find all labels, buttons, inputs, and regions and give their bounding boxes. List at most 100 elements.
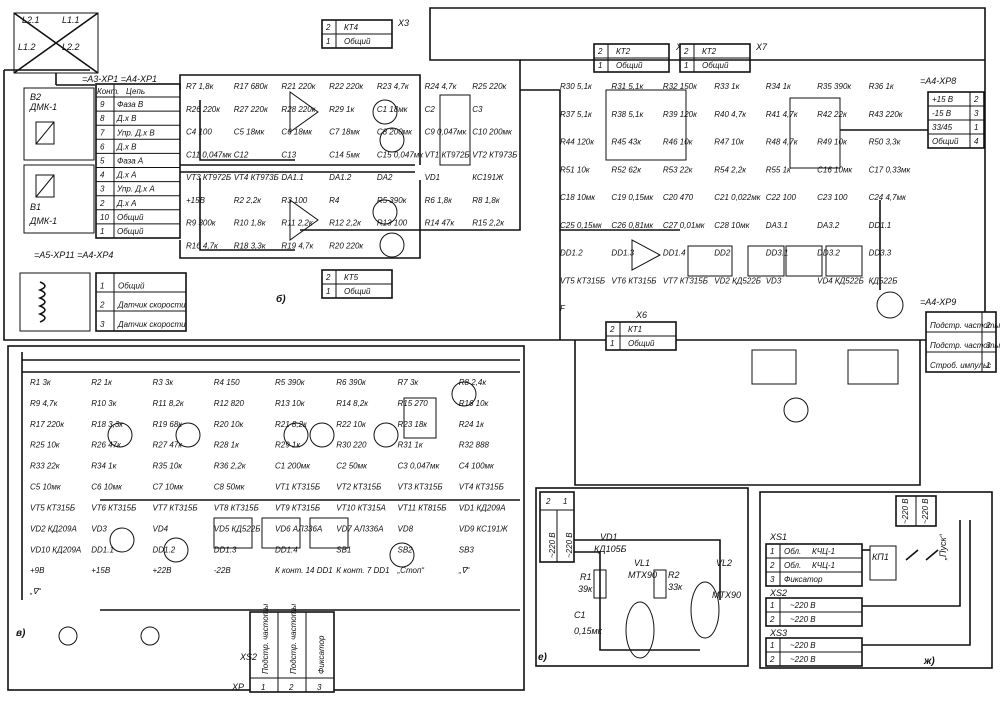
xp1-row-pin: 1 [100,227,104,236]
xp8-row-col1: Общий [932,137,959,146]
panel-v-component: R30 220 [336,441,367,450]
panel-v-component: VD10 КД209А [30,545,81,554]
panel-b-component: C15 0,047мк [377,150,424,159]
xp1-row-pin: 5 [100,157,105,166]
xs3-row-pin: 1 [770,641,774,650]
xp9-row-col2: 2 [985,321,991,330]
right-component: VT6 КТ315Б [611,276,656,285]
right-component: R49 10к [817,138,848,147]
right-component: R52 62к [611,165,642,174]
panel-v-component: DD1.1 [91,545,114,554]
panel-zh-xs2: XS2 [769,588,787,598]
panel-b-component: R11 2,2к [281,219,313,228]
panel-b-component: R4 [329,196,340,205]
panel-v-component: R1 3к [30,378,52,387]
panel-b-component: R24 4,7к [425,82,458,91]
panel-v-component: R4 150 [214,378,240,387]
panel-b-component: C2 [425,105,436,114]
kt2b-row-col1: 1 [684,61,688,70]
xp1-row-pin: 9 [100,100,105,109]
xp8-row-col2: 4 [974,137,979,146]
panel-v-letter: в) [16,628,26,639]
xp9-row-col1: Подстр. частоты [930,321,1000,330]
panel-e-r2: R2 [668,570,680,580]
xp11-row-col1: 2 [99,301,105,310]
xp11-row-col2: Общий [118,281,145,290]
panel-v-component: VT2 КТ315Б [336,483,381,492]
xs2-row-net: Подстр. частоты [289,604,298,674]
xs1-row-net: Фиксатор [784,575,823,584]
panel-e-vl1: VL1 [634,558,650,568]
coil-label-l22: L2.2 [62,42,80,52]
right-component: C21 0,022мк [714,193,761,202]
coil-label-l11: L1.1 [62,15,80,25]
right-component: R34 1к [766,82,792,91]
right-component: R30 5,1к [560,82,593,91]
xp9-row-col1: Подстр. частоты [930,341,1000,350]
panel-v-component: VT6 КТ315Б [91,503,136,512]
panel-v-component: SB1 [336,545,351,554]
panel-zh-relay: КП1 [872,552,889,562]
panel-v-component: R13 10к [275,399,306,408]
xs2z-row-net: ~220 В [790,601,816,610]
panel-v-component: R24 1к [459,420,485,429]
panel-v-component: SB2 [398,545,414,554]
panel-b-component: DA2 [377,173,393,182]
panel-e-vl2: VL2 [716,558,732,568]
right-component: F [560,304,566,313]
kt1-row-col1: 2 [609,325,615,334]
xp1-row-pin: 2 [99,199,105,208]
panel-b-component: VT4 КТ973Б [234,173,279,182]
right-component: C28 10мк [714,221,750,230]
panel-b-component: C3 [472,105,483,114]
kt4-row-col2: Общий [344,37,371,46]
panel-b-component: VT3 КТ972Б [186,173,231,182]
xs1-row-pin: 1 [770,547,774,556]
right-component: R46 10к [663,138,694,147]
panel-v-component: К конт. 14 DD1 [275,566,333,575]
xs2-table-label: XS2 [239,652,257,662]
panel-v-component: R20 10к [214,420,245,429]
panel-v-component: R25 10к [30,441,61,450]
panel-b-letter: б) [276,293,286,305]
right-component: R53 22к [663,165,694,174]
right-component: R42 22к [817,110,848,119]
panel-v-component: C1 200мк [275,462,311,471]
panel-b-component: C10 200мк [472,128,513,137]
kt2b-row-col2: Общий [702,61,729,70]
panel-v-component: R18 3,3к [91,420,124,429]
xs2-row-pin: 2 [288,683,294,692]
right-component: КД522Б [869,276,898,285]
panel-v-component: VT10 КТ315А [336,503,386,512]
xs2-row-net: Подстр. частоты [261,604,270,674]
right-component: C24 4,7мк [869,193,908,202]
panel-b-component: R2 2,2к [234,196,263,205]
panel-e-table: 2~220 В1~220 В [545,497,574,558]
panel-b-component: C1 18мк [377,105,409,114]
panel-b-component: C11 0,047мк [186,150,233,159]
panel-e-labels: VD1 КД105Б R1 39к R2 33к C1 0,15мк VL1 М… [574,532,741,636]
right-component: C27 0,01мк [663,221,706,230]
panel-v-component: R15 270 [398,399,429,408]
panel-v-component: C6 10мк [91,483,123,492]
panel-v-component: R26 47к [91,441,122,450]
panel-v-component: DD1.3 [214,545,237,554]
panel-v-component: R22 10к [336,420,367,429]
xp1-row-pin: 4 [100,171,105,180]
kt4-row-col1: 1 [326,37,330,46]
xp1-row-net: Общий [117,213,144,222]
right-component: R38 5,1к [611,110,644,119]
xs1-row-dev: КЧЦ-1 [812,561,835,570]
panel-e-row-net: ~220 В [565,532,574,558]
panel-b-component: R8 1,8к [472,196,501,205]
panel-v-component: C7 10мк [153,483,185,492]
right-component: VT5 КТ315Б [560,276,605,285]
panel-b-component: R3 100 [281,196,307,205]
panel-v-component: VT11 КТ815Б [398,503,447,512]
kt5-row-col1: 2 [325,273,331,282]
panel-v-component: R2 1к [91,378,113,387]
